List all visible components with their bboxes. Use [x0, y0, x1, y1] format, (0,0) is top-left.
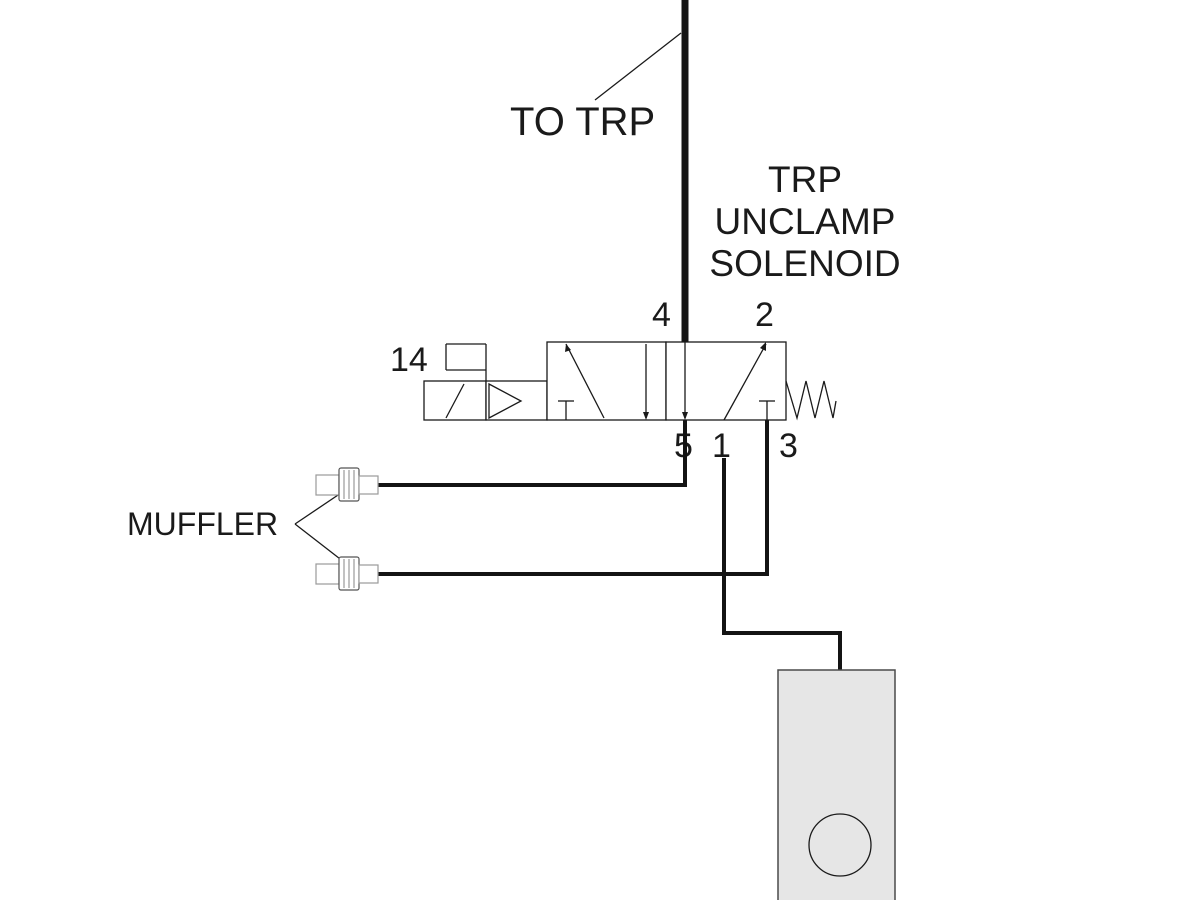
muffler-label: MUFFLER — [127, 506, 278, 542]
to-trp-label: TO TRP — [510, 100, 655, 144]
line-port-5-to-muffler — [378, 420, 687, 487]
muffler-leader-bottom — [294, 523, 345, 563]
port-4-label: 4 — [652, 296, 671, 334]
port-1-label: 1 — [712, 427, 731, 465]
port-14-label: 14 — [390, 341, 428, 379]
air-supply-unit — [777, 669, 896, 900]
solenoid-title: TRP UNCLAMP SOLENOID — [709, 159, 900, 284]
valve-icon — [423, 341, 837, 421]
solenoid-actuator-icon — [423, 380, 548, 421]
to-trp-leader-line — [594, 32, 682, 101]
line-port-3-to-muffler — [378, 420, 769, 576]
solenoid-title-line2: UNCLAMP — [715, 201, 896, 242]
manual-override-icon — [445, 343, 487, 381]
solenoid-title-line3: SOLENOID — [709, 243, 900, 284]
line-supply-to-port-1 — [722, 458, 842, 670]
port-2-label: 2 — [755, 296, 774, 334]
muffler-leader-top — [294, 490, 345, 525]
valve-envelope-left — [546, 341, 667, 421]
muffler-bottom-icon — [315, 556, 379, 591]
muffler-top-icon — [315, 467, 379, 502]
solenoid-title-line1: TRP — [768, 159, 842, 200]
valve-envelope-right — [665, 341, 787, 421]
port-3-label: 3 — [779, 427, 798, 465]
spring-icon — [785, 380, 837, 421]
